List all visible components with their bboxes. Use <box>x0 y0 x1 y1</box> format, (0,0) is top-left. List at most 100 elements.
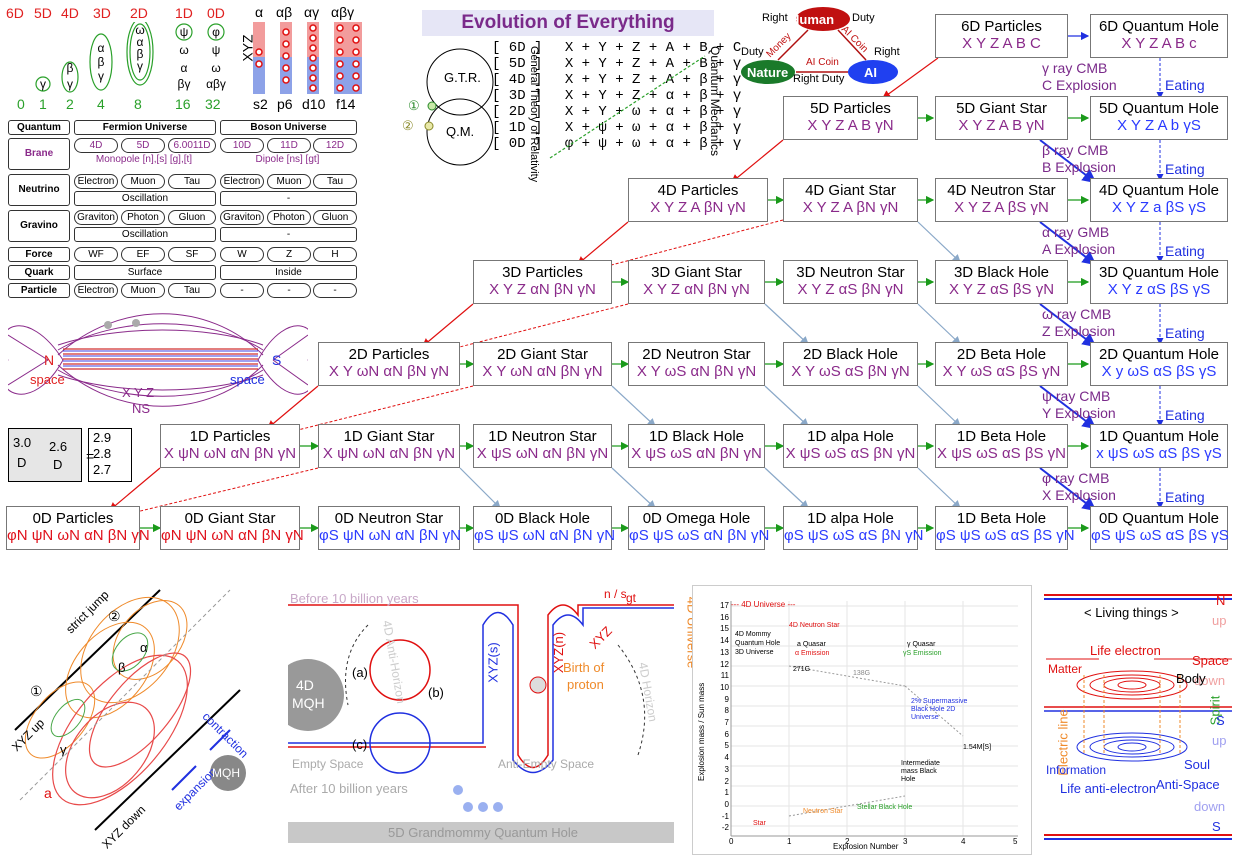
gravino-b-dash: - <box>220 227 357 242</box>
row-label-quark: Quark <box>8 265 70 280</box>
mqh-xyz-s: XYZ(s) <box>485 642 501 683</box>
force-ef: EF <box>121 247 165 262</box>
gravino-gluon: Gluon <box>168 210 216 225</box>
jump-2: ② <box>108 608 121 624</box>
living-life-anti-electron: Life anti-electron <box>1060 781 1157 796</box>
count-16: 16 <box>175 96 191 112</box>
eating-6: Eating <box>1165 489 1205 505</box>
magnet-space-right: space <box>230 372 265 387</box>
hna-right-1: Right <box>762 12 788 24</box>
plot-138g: 138G <box>853 670 871 677</box>
plot-a-quasar: a Quasar <box>797 641 826 648</box>
plot-neutron: Neutron Star <box>803 808 843 815</box>
row-label-particle: Particle <box>8 283 70 298</box>
particle-b-1: - <box>220 283 264 298</box>
mqh-proton: proton <box>567 677 604 692</box>
force-sf: SF <box>168 247 216 262</box>
cmb-y-explosion: Y Explosion <box>1042 405 1116 421</box>
dim-3d: 3D <box>93 5 111 21</box>
neutrino-b-muon: Muon <box>267 174 311 189</box>
dim-0d: 0D <box>207 5 225 21</box>
count-4: 4 <box>97 96 105 112</box>
equation-diagonal <box>549 55 706 159</box>
svg-text:α: α <box>98 41 105 55</box>
brane-4d: 4D <box>74 138 118 153</box>
count-8: 8 <box>134 96 142 112</box>
dims-2-9: 2.9 <box>93 430 112 445</box>
cmb-beta-ray: β ray CMB <box>1042 142 1109 158</box>
mqh-b: (b) <box>428 685 444 700</box>
living-down-1: down <box>1194 673 1226 688</box>
plot-xtick-3: 3 <box>903 837 908 846</box>
plot-mommy: 4D Mommy Quantum Hole 3D Universe <box>735 631 781 656</box>
svg-text:γ: γ <box>40 77 46 91</box>
brane-11d: 11D <box>267 138 311 153</box>
magnet-field-diagram <box>8 313 308 407</box>
venn-diagram <box>424 48 494 166</box>
cmb-a-explosion: A Explosion <box>1042 241 1116 257</box>
cmb-b-explosion: B Explosion <box>1042 159 1116 175</box>
eating-5: Eating <box>1165 407 1205 423</box>
living-things-panel: < Living things > N up Space down Life e… <box>1044 585 1232 847</box>
brane-10d: 10D <box>220 138 264 153</box>
mqh-after: After 10 billion years <box>290 781 408 796</box>
orbital-d10: d10 <box>302 96 326 112</box>
row-label-gravino: Gravino <box>8 210 70 242</box>
greek-abg: αβγ <box>331 4 355 20</box>
plot-stellar: Stellar Black Hole <box>857 804 913 811</box>
neutrino-electron: Electron <box>74 174 118 189</box>
force-h: H <box>313 247 357 262</box>
plot-title: --- 4D Universe --- <box>731 600 796 609</box>
svg-text:φ: φ <box>212 25 220 39</box>
eq-4d: [ 4D ] X + Y + Z + A + β + γ <box>492 72 742 88</box>
dimension-equations: [ 6D ] X + Y + Z + A + B + C [ 5D ] X + … <box>492 40 741 152</box>
eq-6d: [ 6D ] X + Y + Z + A + B + C <box>492 40 742 56</box>
eq-1d: [ 1D ] X + ψ + ω + α + β + γ <box>492 120 742 136</box>
particle-muon: Muon <box>121 283 165 298</box>
living-title: < Living things > <box>1084 605 1179 620</box>
plot-gamma-emission: γS Emission <box>903 650 942 657</box>
magnet-space-left: space <box>30 372 65 387</box>
orbital-f14: f14 <box>336 96 356 112</box>
jump-beta: β <box>118 660 126 675</box>
plot-271g: 271G <box>793 666 811 673</box>
gravino-b-photon: Photon <box>267 210 311 225</box>
mqh-birth-of: Birth of <box>563 660 605 675</box>
brane-12d: 12D <box>313 138 357 153</box>
jump-alpha: α <box>140 640 148 655</box>
living-n: N <box>1216 593 1226 608</box>
eating-2: Eating <box>1165 161 1205 177</box>
svg-text:α: α <box>137 35 144 49</box>
cmb-omega-ray: ω ray CMB <box>1042 306 1112 322</box>
gravino-b-gluon: Gluon <box>313 210 357 225</box>
dims-d2: D <box>53 457 63 472</box>
cmb-c-explosion: C Explosion <box>1042 77 1117 93</box>
svg-text:αβγ: αβγ <box>206 77 226 91</box>
plot-ylabel: Explosion mass / Sun mass <box>697 682 706 781</box>
living-s-2: S <box>1212 819 1221 834</box>
plot-xtick-2: 2 <box>845 837 850 846</box>
count-2: 2 <box>66 96 74 112</box>
jump-a: a <box>44 785 52 801</box>
living-matter: Matter <box>1048 662 1083 676</box>
cmb-z-explosion: Z Explosion <box>1042 323 1116 339</box>
eq-5d: [ 5D ] X + Y + Z + A + B + γ <box>492 56 742 72</box>
